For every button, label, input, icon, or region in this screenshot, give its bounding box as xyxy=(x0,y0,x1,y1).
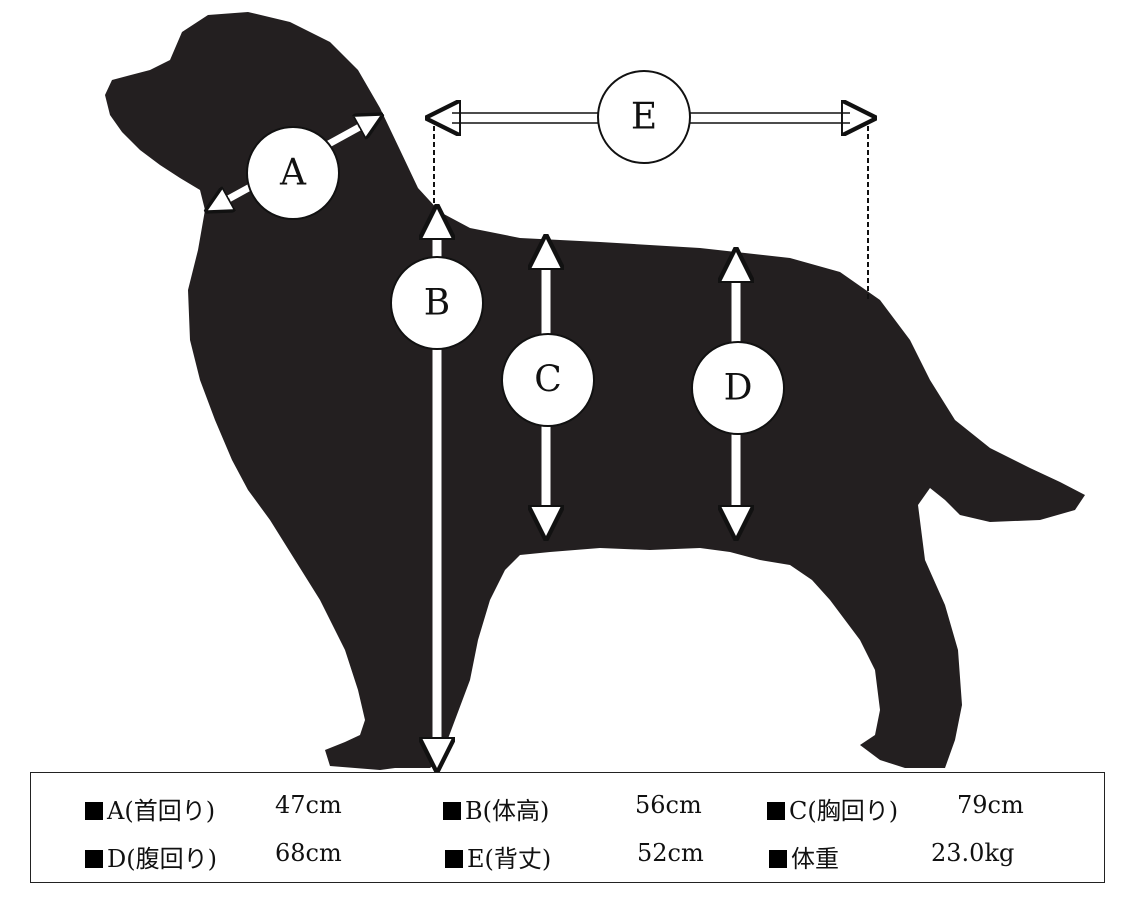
measurement-value-c: 79cm xyxy=(957,791,1024,819)
dog-measurement-diagram: A E B C D xyxy=(105,12,1085,772)
height-label: B(体高) xyxy=(465,797,550,825)
measurement-value-a: 47cm xyxy=(275,791,342,819)
circle-c xyxy=(501,333,595,427)
bullet-square-icon xyxy=(445,850,463,868)
measurement-value-weight: 23.0kg xyxy=(931,839,1015,867)
label-d: D xyxy=(724,368,753,409)
measurement-label-c: C(胸回り) xyxy=(767,791,898,826)
circle-e xyxy=(597,70,691,164)
label-a: A xyxy=(279,153,307,194)
weight-label: 体重 xyxy=(791,845,839,873)
measurement-value-e: 52cm xyxy=(637,839,704,867)
label-e: E xyxy=(631,97,657,138)
circle-d xyxy=(691,341,785,435)
measurement-value-b: 56cm xyxy=(635,791,702,819)
circle-a xyxy=(246,126,340,220)
circle-b xyxy=(390,256,484,350)
back-length-label: E(背丈) xyxy=(467,845,552,873)
chest-label: C(胸回り) xyxy=(789,797,899,825)
measurement-label-d: D(腹回り) xyxy=(85,839,217,874)
bullet-square-icon xyxy=(85,850,103,868)
label-b: B xyxy=(424,283,450,324)
dog-silhouette xyxy=(105,12,1085,770)
measurement-value-d: 68cm xyxy=(275,839,342,867)
measurement-label-e: E(背丈) xyxy=(445,839,551,874)
measurement-label-weight: 体重 xyxy=(769,839,839,874)
bullet-square-icon xyxy=(769,850,787,868)
neck-label: A(首回り) xyxy=(107,797,216,825)
bullet-square-icon xyxy=(767,802,785,820)
belly-label: D(腹回り) xyxy=(107,845,217,873)
bullet-square-icon xyxy=(443,802,461,820)
bullet-square-icon xyxy=(85,802,103,820)
measurement-label-a: A(首回り) xyxy=(85,791,215,826)
measurement-table: A(首回り) 47cm B(体高) 56cm C(胸回り) 79cm D(腹回り… xyxy=(30,772,1105,883)
measurement-label-b: B(体高) xyxy=(443,791,549,826)
label-c: C xyxy=(534,360,562,401)
